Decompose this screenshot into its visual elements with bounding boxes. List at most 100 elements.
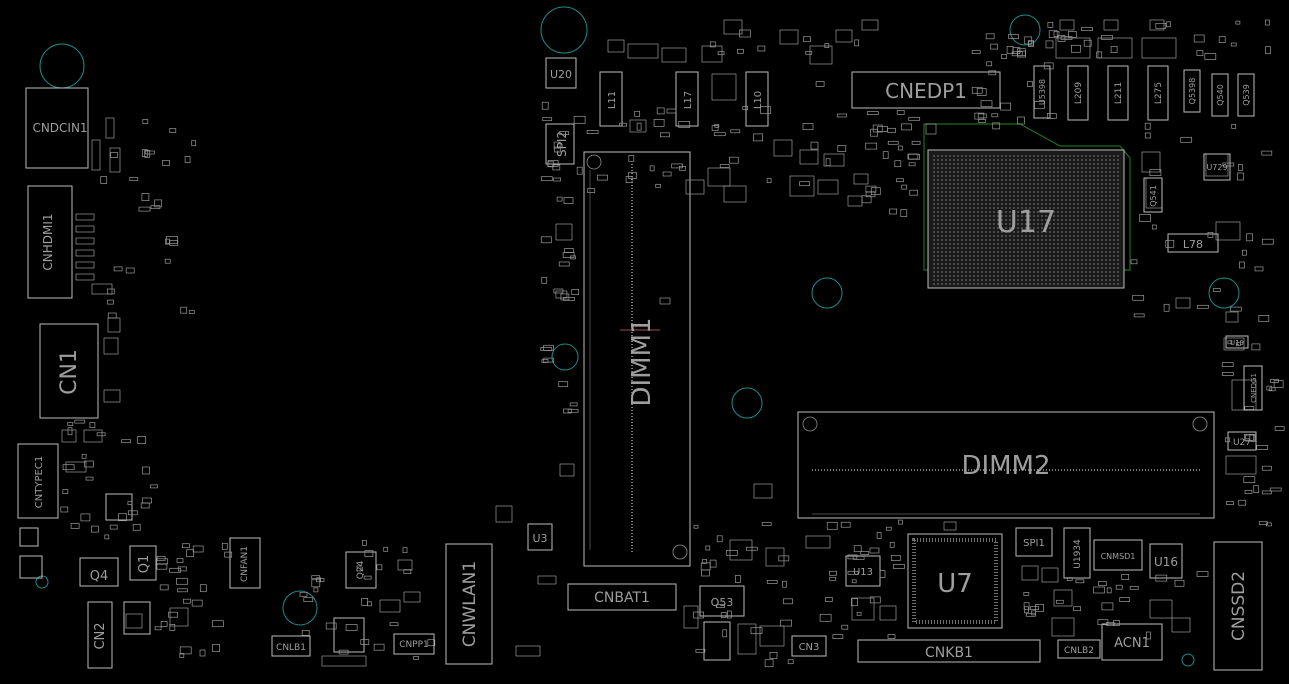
passive-pad — [1274, 426, 1285, 431]
passive-pad — [1225, 437, 1230, 443]
passive-pad — [1253, 485, 1260, 493]
passive-pad — [847, 570, 859, 575]
passive-pad — [628, 172, 637, 179]
passive-pad — [971, 50, 981, 54]
passive-pad — [825, 158, 831, 167]
passive-pad — [362, 540, 367, 546]
passive-pad — [870, 187, 881, 196]
passive-pad — [567, 408, 579, 413]
passive-pad — [1101, 602, 1114, 611]
passive-pad — [894, 160, 902, 168]
passive-pad — [597, 174, 608, 181]
passive-pad — [1226, 501, 1234, 505]
passive-pad — [338, 649, 349, 655]
passive-pad — [719, 164, 730, 168]
passive-pad — [829, 570, 837, 576]
passive-pad — [1231, 124, 1237, 129]
passive-pad — [1207, 232, 1214, 238]
passive-pad — [1060, 36, 1073, 40]
passive-pad — [168, 611, 178, 618]
passive-pad — [176, 577, 188, 585]
passive-pad — [319, 578, 325, 582]
q539-label: Q539 — [1242, 84, 1251, 106]
u7-chip: U7 — [907, 533, 1003, 629]
passive-pad — [169, 240, 179, 246]
passive-pad — [711, 125, 719, 131]
passive-pad — [1012, 47, 1021, 54]
passive-pad — [364, 550, 374, 557]
passive-pad — [625, 176, 633, 183]
passive-pad — [701, 569, 710, 577]
passive-pad — [671, 163, 683, 169]
passive-pad — [1229, 306, 1242, 312]
passive-pad — [717, 51, 725, 56]
passive-pad — [713, 132, 726, 137]
passive-pad — [553, 146, 561, 153]
passive-pad — [815, 81, 825, 87]
passive-pad — [1016, 48, 1026, 57]
passive-pad — [564, 248, 574, 253]
cnlb1-connector: CNLB1 — [271, 635, 311, 657]
passive-pad — [1221, 372, 1234, 376]
passive-pad — [769, 652, 778, 659]
passive-pad — [127, 501, 133, 505]
passive-pad — [1254, 266, 1264, 272]
passive-pad — [1265, 46, 1271, 55]
passive-pad — [1000, 102, 1011, 111]
cnwlan1-connector: CNWLAN1 — [445, 543, 493, 665]
passive-pad — [783, 598, 793, 605]
passive-pad — [1081, 27, 1093, 31]
passive-pad — [1273, 380, 1284, 388]
passive-pad — [745, 546, 758, 551]
passive-pad — [573, 115, 586, 124]
passive-pad — [992, 122, 1001, 130]
u1934-label: U1934 — [1073, 539, 1083, 569]
passive-pad — [1236, 342, 1241, 346]
passive-pad — [62, 489, 69, 494]
passive-pad — [832, 634, 844, 639]
passive-pad — [1053, 31, 1060, 37]
passive-pad — [722, 629, 728, 638]
passive-pad — [569, 402, 578, 407]
passive-pad — [113, 266, 123, 272]
passive-pad — [865, 191, 876, 198]
cn1-connector: CN1 — [39, 317, 121, 419]
passive-pad — [1244, 490, 1253, 494]
passive-pad — [182, 543, 190, 549]
passive-pad — [84, 460, 94, 468]
cnpp1-label: CNPP1 — [399, 640, 429, 650]
passive-pad — [166, 236, 178, 244]
passive-pad — [702, 559, 707, 564]
passive-pad — [971, 86, 983, 94]
u13-label: U13 — [853, 567, 873, 578]
cnlb2-label: CNLB2 — [1064, 646, 1094, 656]
passive-pad — [909, 189, 919, 196]
passive-pad — [662, 171, 672, 177]
spi2-label: SPI2 — [555, 131, 569, 157]
passive-pad — [856, 611, 862, 616]
passive-pad — [1222, 162, 1235, 167]
passive-pad — [1155, 22, 1167, 29]
cndcin1-label: CNDCIN1 — [32, 121, 87, 135]
passive-pad — [893, 564, 905, 569]
passive-pad — [179, 653, 185, 658]
cn2-label: CN2 — [93, 622, 108, 649]
passive-pad — [619, 122, 627, 127]
cnhdmi1-connector: CNHDMI1 — [27, 185, 113, 299]
passive-pad — [313, 587, 319, 593]
passive-pad — [716, 535, 723, 543]
passive-pad — [1026, 612, 1036, 617]
passive-pad — [1047, 22, 1054, 28]
passive-pad — [85, 476, 94, 481]
passive-pad — [1163, 303, 1170, 312]
passive-pad — [1146, 631, 1151, 640]
passive-pad — [74, 419, 86, 424]
passive-pad — [542, 117, 553, 122]
passive-pad — [91, 525, 99, 533]
passive-pad — [1149, 169, 1162, 176]
passive-pad — [851, 579, 857, 584]
passive-pad — [142, 497, 152, 504]
passive-pad — [165, 238, 170, 245]
passive-pad — [60, 506, 69, 513]
passive-pad — [556, 196, 563, 202]
